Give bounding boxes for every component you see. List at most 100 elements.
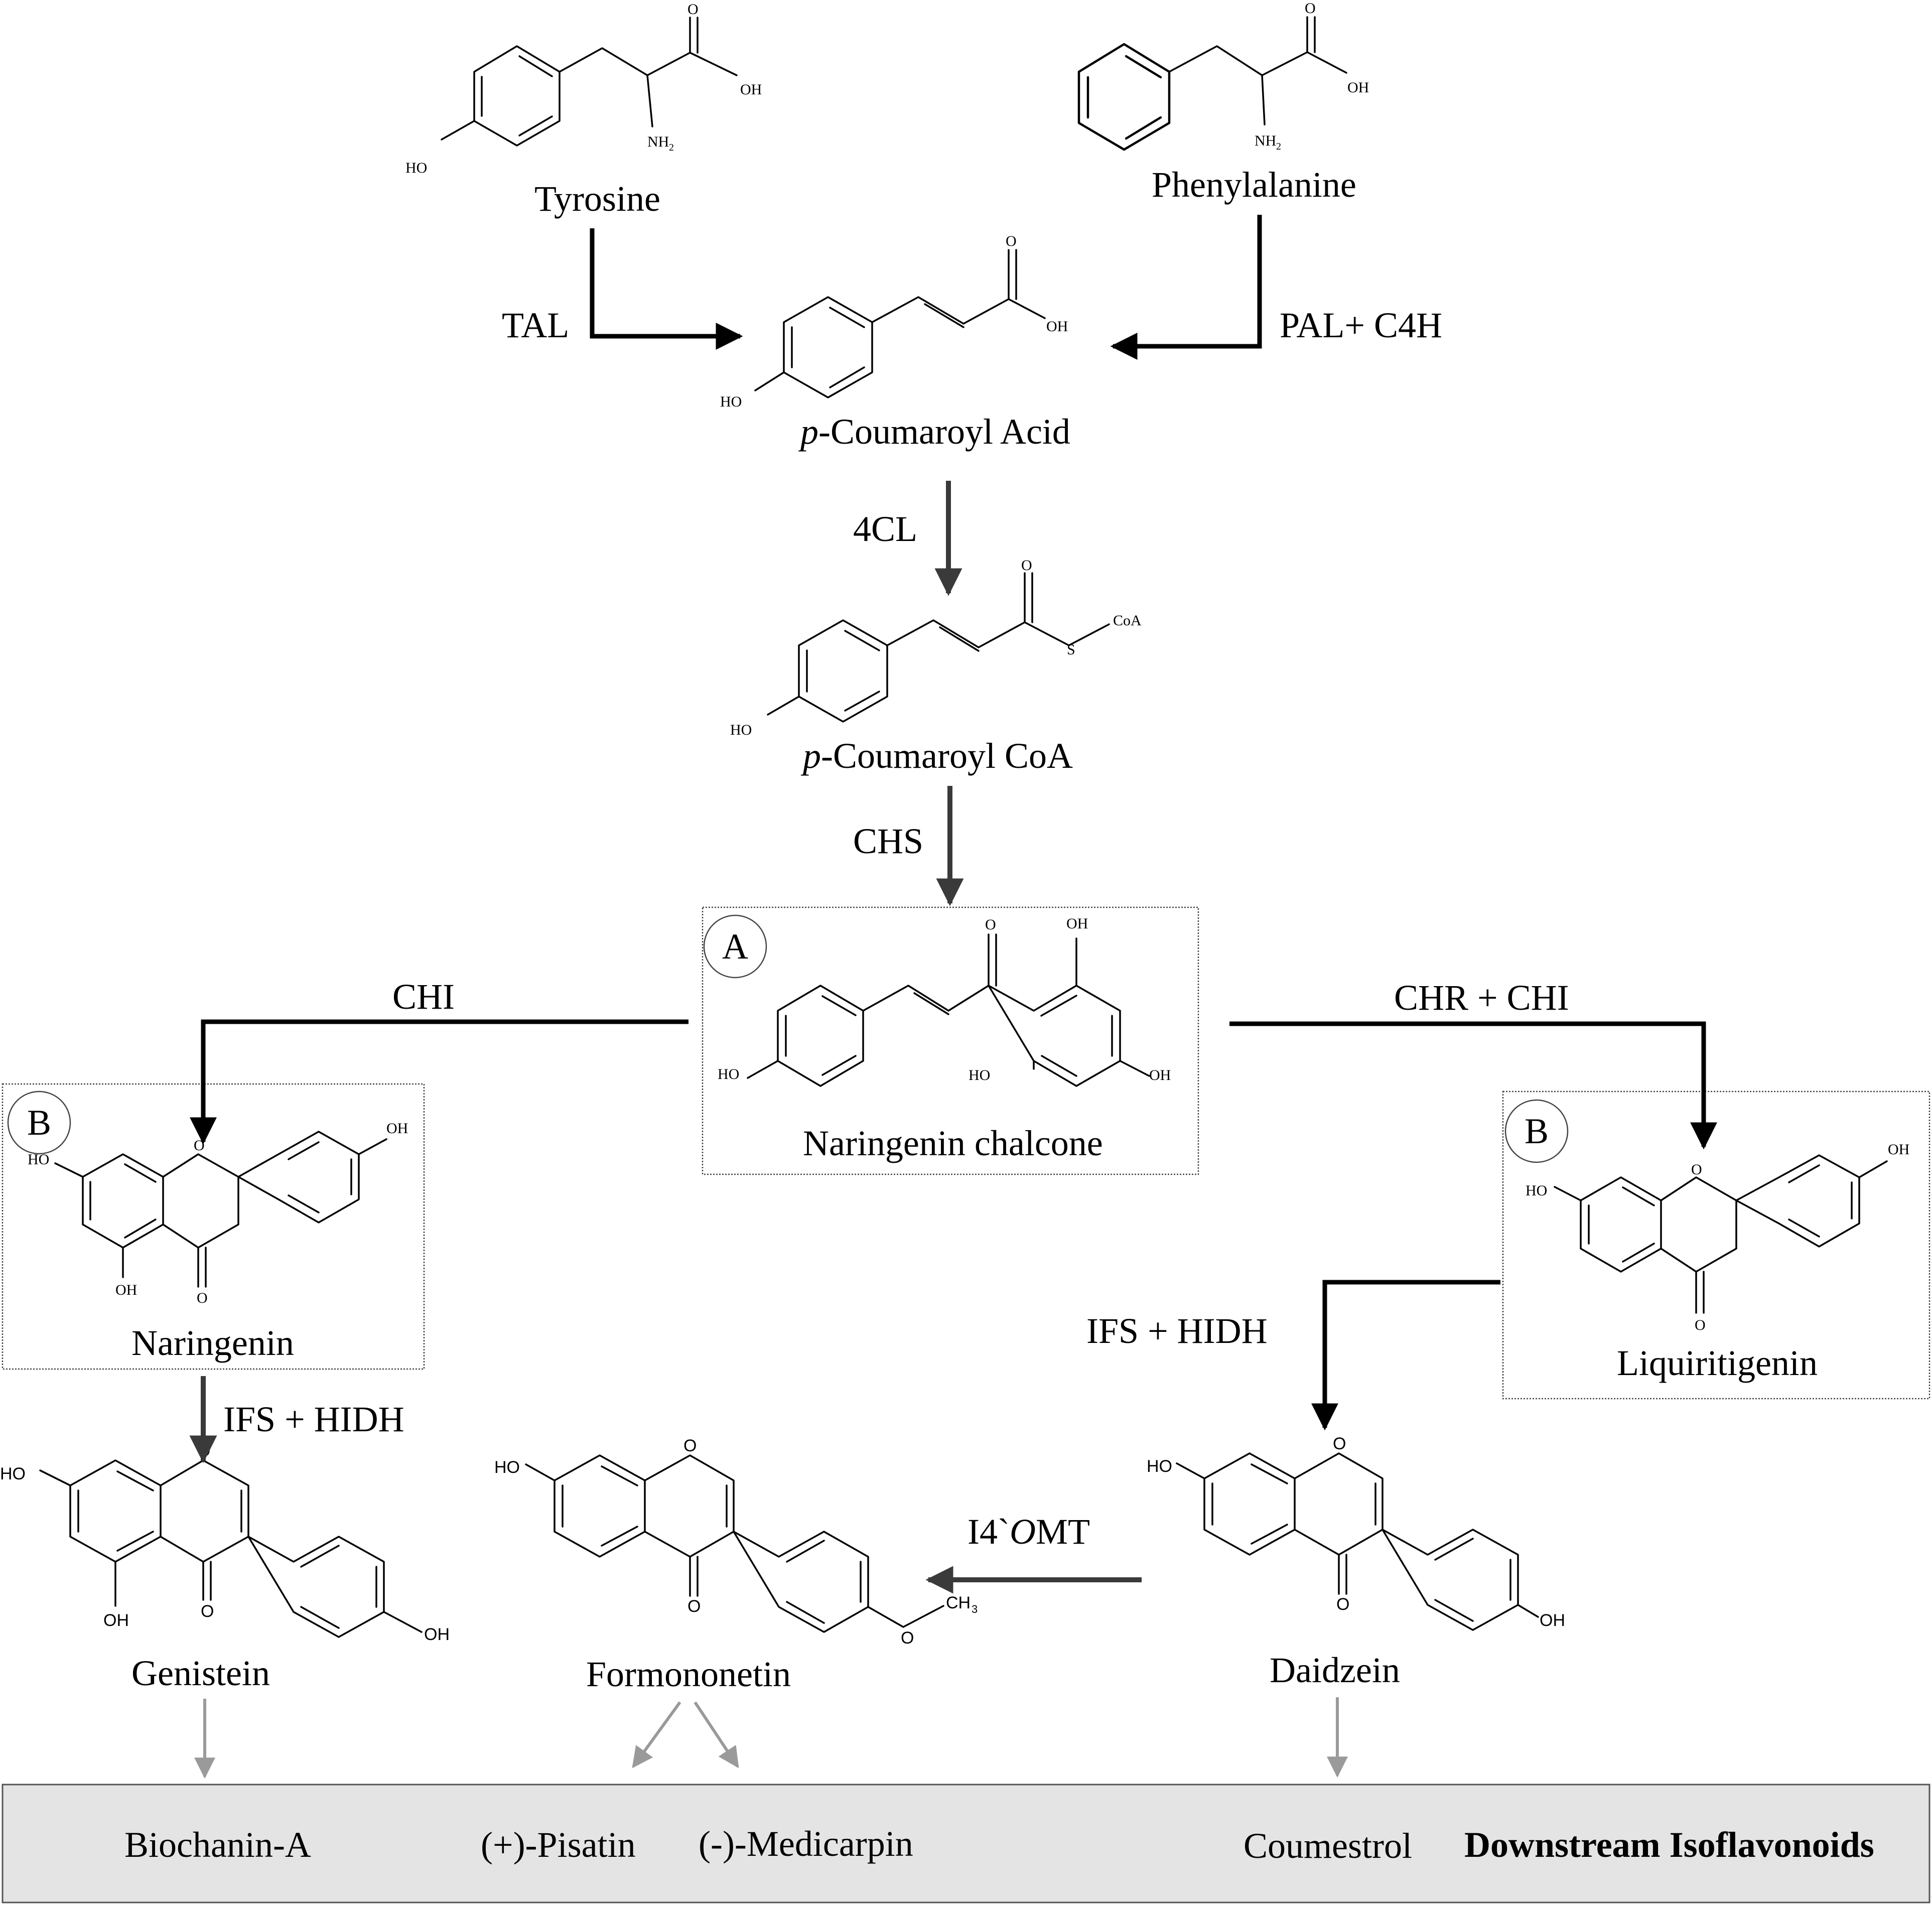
genistein-ho: HO — [0, 1464, 26, 1483]
p-coumaroyl-coa-structure: O S CoA HO — [730, 557, 1142, 738]
downstream-title: Downstream Isoflavonoids — [1464, 1825, 1874, 1865]
label-p-coumaroyl-acid: p-Coumaroyl Acid — [798, 412, 1070, 452]
arrow-tal — [590, 228, 743, 350]
arrow-ifs-hidh-right — [1311, 1280, 1500, 1431]
naringenin-o-keto: O — [197, 1290, 208, 1306]
tyrosine-ho: HO — [405, 160, 427, 176]
downstream-biochanin-a: Biochanin-A — [124, 1825, 311, 1865]
genistein-oh-bottom: OH — [103, 1611, 129, 1630]
downstream-medicarpin: (-)-Medicarpin — [699, 1824, 913, 1864]
arrow-chi — [190, 1019, 688, 1145]
p-coumaroyl-coa-o: O — [1021, 557, 1032, 574]
arrow-formononetin-pisatin — [632, 1701, 681, 1768]
p-coumaroyl-coa-s: S — [1067, 641, 1075, 658]
arrow-chr-chi — [1229, 1021, 1717, 1150]
label-p-coumaroyl-coa-italic: p — [800, 736, 821, 776]
daidzein-o-ring: O — [1333, 1434, 1346, 1453]
downstream-pisatin: (+)-Pisatin — [481, 1825, 636, 1865]
formononetin-o-keto: O — [687, 1597, 701, 1616]
label-formononetin: Formononetin — [586, 1654, 791, 1694]
formononetin-ch-sub: 3 — [972, 1603, 978, 1615]
enzyme-chs: CHS — [853, 821, 923, 861]
liquiritigenin-o-keto: O — [1695, 1317, 1706, 1333]
label-genistein: Genistein — [131, 1653, 270, 1693]
phenylalanine-oh: OH — [1347, 79, 1369, 96]
enzyme-ifs-hidh-right: IFS + HIDH — [1086, 1311, 1268, 1351]
arrow-pal-c4h — [1110, 215, 1262, 360]
phenylalanine-structure: O OH NH 2 — [1077, 0, 1369, 152]
enzyme-pal-c4h: PAL+ C4H — [1280, 305, 1442, 345]
formononetin-ho: HO — [494, 1458, 520, 1477]
liquiritigenin-tag-circle — [1504, 1099, 1569, 1163]
tyrosine-o: O — [687, 1, 699, 18]
enzyme-tal: TAL — [502, 305, 569, 345]
label-phenylalanine: Phenylalanine — [1152, 165, 1356, 205]
enzyme-4cl: 4CL — [853, 509, 917, 549]
naringenin-structure: O O HO OH OH — [28, 1120, 408, 1306]
enzyme-i4omt: I4`OMT — [968, 1512, 1090, 1552]
naringenin-oh-bottom: OH — [115, 1282, 137, 1298]
daidzein-oh: OH — [1540, 1611, 1565, 1630]
chalcone-box — [702, 906, 1199, 1175]
naringenin-tag: B — [27, 1103, 51, 1143]
genistein-oh-right: OH — [424, 1625, 450, 1644]
label-naringenin-chalcone: Naringenin chalcone — [803, 1123, 1103, 1163]
tyrosine-nh: NH — [647, 133, 669, 150]
daidzein-o-keto: O — [1336, 1595, 1349, 1614]
enzyme-chr-chi: CHR + CHI — [1394, 978, 1569, 1018]
formononetin-o-ring: O — [683, 1436, 697, 1455]
label-daidzein: Daidzein — [1270, 1650, 1400, 1690]
p-coumaroyl-acid-o: O — [1006, 233, 1017, 249]
label-naringenin: Naringenin — [131, 1323, 294, 1363]
label-p-coumaroyl-coa-rest: -Coumaroyl CoA — [821, 736, 1073, 776]
genistein-o-keto: O — [201, 1602, 214, 1621]
label-p-coumaroyl-coa: p-Coumaroyl CoA — [800, 736, 1073, 776]
enzyme-chi: CHI — [392, 977, 455, 1017]
chalcone-tag-circle — [703, 914, 767, 979]
phenylalanine-nh-sub: 2 — [1276, 141, 1281, 152]
chalcone-oh-right: OH — [1149, 1067, 1171, 1083]
label-liquiritigenin: Liquiritigenin — [1617, 1343, 1818, 1383]
enzyme-i4omt-prefix: I4` — [968, 1512, 1010, 1552]
enzyme-ifs-hidh-left: IFS + HIDH — [223, 1399, 404, 1439]
liquiritigenin-o-ring: O — [1691, 1161, 1702, 1178]
liquiritigenin-box — [1502, 1091, 1930, 1400]
chalcone-tag: A — [722, 926, 748, 967]
p-coumaroyl-coa-coa: CoA — [1113, 612, 1142, 629]
label-p-coumaroyl-acid-italic: p — [798, 412, 818, 452]
daidzein-structure: O O HO OH — [1147, 1434, 1565, 1631]
liquiritigenin-structure: O O HO OH — [1526, 1141, 1909, 1333]
genistein-structure: O O HO OH OH — [0, 1441, 450, 1644]
chalcone-o: O — [985, 916, 996, 933]
arrow-formononetin-medicarpin — [694, 1701, 739, 1768]
label-p-coumaroyl-acid-rest: -Coumaroyl Acid — [818, 412, 1070, 452]
chalcone-ho-mid: HO — [969, 1067, 990, 1083]
tyrosine-structure: O OH NH 2 HO — [405, 1, 762, 176]
p-coumaroyl-coa-ho: HO — [730, 722, 752, 738]
naringenin-ho-top: HO — [28, 1151, 49, 1168]
p-coumaroyl-acid-structure: O OH HO — [720, 233, 1068, 410]
tyrosine-oh: OH — [740, 81, 762, 98]
formononetin-structure: O O HO O CH 3 — [494, 1436, 978, 1648]
downstream-coumestrol: Coumestrol — [1244, 1826, 1412, 1866]
p-coumaroyl-acid-oh: OH — [1046, 318, 1068, 335]
phenylalanine-nh: NH — [1255, 132, 1276, 149]
naringenin-chalcone-structure: O OH HO HO OH — [718, 915, 1171, 1087]
naringenin-tag-circle — [7, 1091, 71, 1155]
chalcone-oh-top: OH — [1066, 915, 1088, 932]
formononetin-ch: CH — [946, 1593, 971, 1612]
liquiritigenin-ho: HO — [1526, 1182, 1547, 1199]
enzyme-i4omt-suffix: MT — [1036, 1512, 1090, 1552]
formononetin-o-methoxy: O — [901, 1628, 914, 1648]
liquiritigenin-tag: B — [1525, 1111, 1549, 1151]
tyrosine-nh-sub: 2 — [669, 142, 674, 153]
enzyme-i4omt-italic: O — [1010, 1512, 1036, 1552]
p-coumaroyl-acid-ho: HO — [720, 393, 742, 410]
naringenin-box — [2, 1083, 425, 1370]
chalcone-ho-left: HO — [718, 1066, 739, 1082]
liquiritigenin-oh: OH — [1888, 1141, 1909, 1158]
naringenin-oh-right: OH — [386, 1120, 408, 1137]
downstream-panel — [2, 1784, 1930, 1903]
phenylalanine-o: O — [1305, 0, 1316, 17]
